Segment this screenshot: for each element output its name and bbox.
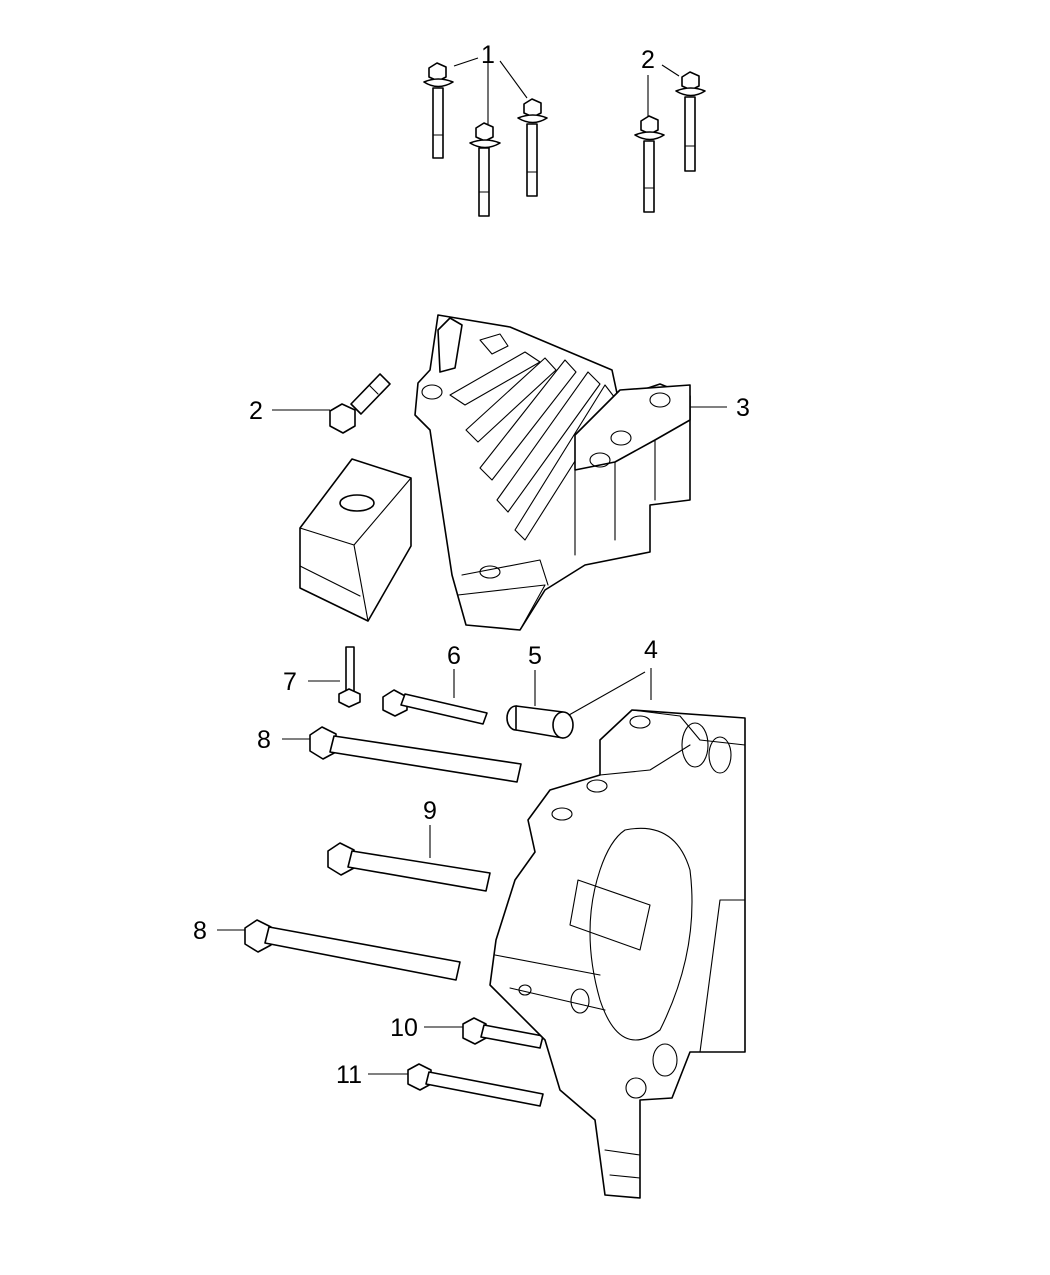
callout-4: 4	[644, 636, 658, 664]
bolt-11	[407, 1063, 544, 1107]
bolt-9	[327, 842, 491, 892]
callout-5: 5	[528, 642, 542, 670]
bushing-5	[506, 705, 574, 739]
callout-8-lower: 8	[193, 917, 207, 945]
callout-9: 9	[423, 797, 437, 825]
bolt-2b	[675, 71, 706, 172]
callout-6: 6	[447, 642, 461, 670]
bolt-1c	[517, 98, 548, 197]
callout-7: 7	[283, 668, 297, 696]
bolt-1b	[469, 122, 501, 217]
engine-mount	[414, 314, 691, 631]
spacer-block	[299, 458, 412, 622]
callout-10: 10	[390, 1014, 418, 1042]
callout-8-upper: 8	[257, 726, 271, 754]
bolt-1a	[423, 62, 454, 159]
bolt-2-mount	[329, 373, 391, 434]
leader-lines	[217, 57, 727, 1075]
bolt-10	[462, 1017, 544, 1049]
callout-3: 3	[736, 394, 750, 422]
bolt-8-upper	[309, 726, 522, 783]
callout-2-top: 2	[641, 46, 655, 74]
bolt-6	[382, 689, 488, 725]
transmission-bracket	[489, 709, 746, 1199]
bolt-8-lower	[244, 919, 461, 981]
bolt-7	[338, 646, 361, 708]
callout-11: 11	[336, 1061, 362, 1089]
callout-2-left: 2	[249, 397, 263, 425]
bolt-2a	[634, 115, 665, 213]
callout-1: 1	[481, 41, 495, 69]
